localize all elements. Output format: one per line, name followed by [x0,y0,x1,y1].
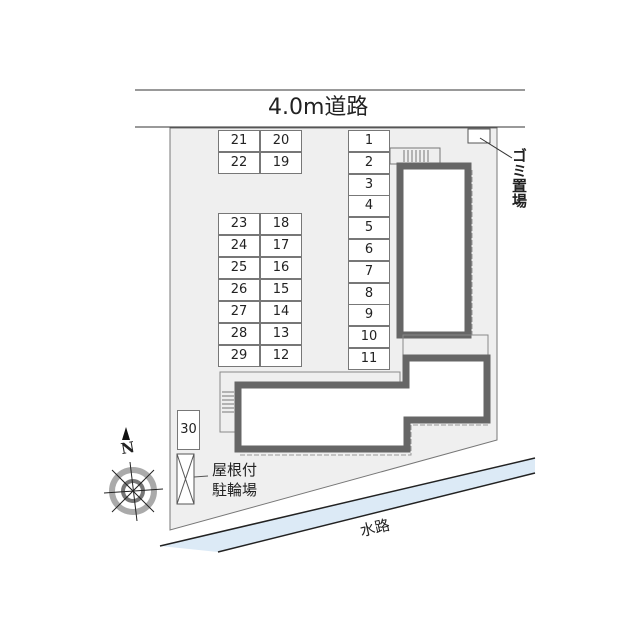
compass-icon [103,427,164,522]
parking-space: 29 [218,345,260,367]
parking-space: 24 [218,235,260,257]
parking-space: 15 [260,279,302,301]
parking-space: 28 [218,323,260,345]
building-1 [396,162,472,339]
parking-space: 19 [260,152,302,174]
parking-space: 2 [348,151,390,174]
parking-space: 22 [218,152,260,174]
parking-space: 7 [348,260,390,283]
parking-space: 13 [260,323,302,345]
parking-space: 5 [348,217,390,240]
parking-space: 26 [218,279,260,301]
parking-space: 9 [348,304,390,327]
parking-space: 30 [177,410,200,450]
parking-space: 8 [348,282,390,305]
parking-space: 17 [260,235,302,257]
waterway [160,458,535,552]
garbage-label: ゴミ置場 [510,148,528,208]
parking-space: 14 [260,301,302,323]
parking-space: 20 [260,130,302,152]
parking-space: 16 [260,257,302,279]
parking-space: 27 [218,301,260,323]
compass-north-label: N [119,437,137,459]
building-2 [234,354,491,453]
parking-space: 4 [348,195,390,218]
bike-shelter-label-1: 屋根付 [212,461,258,479]
parking-space: 25 [218,257,260,279]
parking-space: 18 [260,213,302,235]
parking-space: 12 [260,345,302,367]
garbage-area [467,128,491,144]
parking-space: 3 [348,173,390,196]
parking-space: 11 [348,348,390,370]
parking-space: 6 [348,239,390,261]
parking-space: 10 [348,326,390,349]
parking-space: 1 [348,130,390,152]
bike-shelter-label-2: 駐輪場 [212,481,258,499]
parking-space: 23 [218,213,260,235]
parking-space: 21 [218,130,260,152]
road-label: 4.0m道路 [268,95,369,120]
